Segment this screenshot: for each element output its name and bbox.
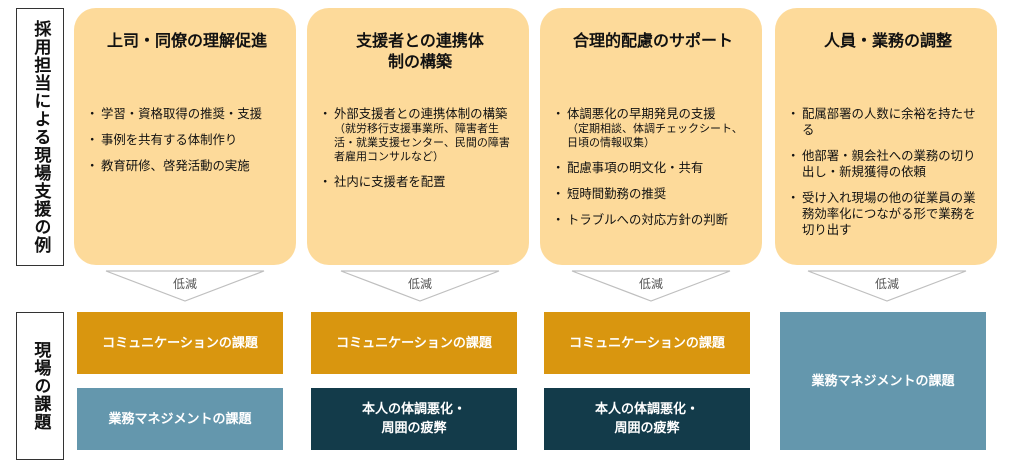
card-understanding: 上司・同僚の理解促進 学習・資格取得の推奨・支援 事例を共有する体制作り 教育研… <box>74 8 296 265</box>
down-arrow-icon <box>807 270 967 302</box>
card-accommodation: 合理的配慮のサポート 体調悪化の早期発見の支援（定期相談、体調チェックシート、日… <box>540 8 762 265</box>
issue-communication: コミュニケーションの課題 <box>77 312 283 374</box>
list-item: 学習・資格取得の推奨・支援 <box>86 106 284 122</box>
list-item-note: （就労移行支援事業所、障害者生活・就業支援センター、民間の障害者雇用コンサルなど… <box>334 122 510 163</box>
list-item: 社内に支援者を配置 <box>319 174 517 190</box>
card-title: 人員・業務の調整 <box>823 31 952 50</box>
card-title: 合理的配慮のサポート <box>572 31 733 50</box>
card-title: 支援者との連携体制の構築 <box>356 31 484 71</box>
list-item: 事例を共有する体制作り <box>86 132 284 148</box>
list-item: 短時間勤務の推奨 <box>552 186 750 202</box>
list-item: 配属部署の人数に余裕を持たせる <box>787 106 985 138</box>
card-collaboration: 支援者との連携体制の構築 外部支援者との連携体制の構築（就労移行支援事業所、障害… <box>307 8 529 265</box>
arrow-label: 低減 <box>172 277 197 291</box>
arrow-label: 低減 <box>874 277 899 291</box>
list-item: トラブルへの対応方針の判断 <box>552 212 750 228</box>
issue-business-management: 業務マネジメントの課題 <box>77 388 283 450</box>
card-list: 外部支援者との連携体制の構築（就労移行支援事業所、障害者生活・就業支援センター、… <box>319 106 517 190</box>
support-examples-label: 採用担当による現場支援の例 <box>16 8 64 266</box>
card-list: 配属部署の人数に余裕を持たせる 他部署・親会社への業務の切り出し・新規獲得の依頼… <box>787 106 985 238</box>
arrow-label: 低減 <box>638 277 663 291</box>
card-title: 上司・同僚の理解促進 <box>106 31 267 50</box>
issue-health: 本人の体調悪化・ 周囲の疲弊 <box>311 388 517 450</box>
card-staffing: 人員・業務の調整 配属部署の人数に余裕を持たせる 他部署・親会社への業務の切り出… <box>775 8 997 265</box>
issue-communication: コミュニケーションの課題 <box>544 312 750 374</box>
list-item: 他部署・親会社への業務の切り出し・新規獲得の依頼 <box>787 148 985 180</box>
arrow-label: 低減 <box>407 277 432 291</box>
issue-business-management: 業務マネジメントの課題 <box>780 312 986 450</box>
list-item: 配慮事項の明文化・共有 <box>552 160 750 176</box>
list-item: 外部支援者との連携体制の構築（就労移行支援事業所、障害者生活・就業支援センター、… <box>319 106 517 164</box>
issue-communication: コミュニケーションの課題 <box>311 312 517 374</box>
card-list: 体調悪化の早期発見の支援（定期相談、体調チェックシート、日頃の情報収集） 配慮事… <box>552 106 750 228</box>
list-item: 教育研修、啓発活動の実施 <box>86 158 284 174</box>
field-issues-label-text: 現場の課題 <box>30 341 51 431</box>
issue-health: 本人の体調悪化・ 周囲の疲弊 <box>544 388 750 450</box>
down-arrow-icon <box>571 270 731 302</box>
field-issues-label: 現場の課題 <box>16 312 64 460</box>
list-item-note: （定期相談、体調チェックシート、日頃の情報収集） <box>567 122 743 149</box>
down-arrow-icon <box>340 270 500 302</box>
list-item: 受け入れ現場の他の従業員の業務効率化につながる形で業務を切り出す <box>787 190 985 238</box>
card-list: 学習・資格取得の推奨・支援 事例を共有する体制作り 教育研修、啓発活動の実施 <box>86 106 284 174</box>
support-examples-label-text: 採用担当による現場支援の例 <box>30 20 51 254</box>
down-arrow-icon <box>105 270 265 302</box>
list-item: 体調悪化の早期発見の支援（定期相談、体調チェックシート、日頃の情報収集） <box>552 106 750 150</box>
